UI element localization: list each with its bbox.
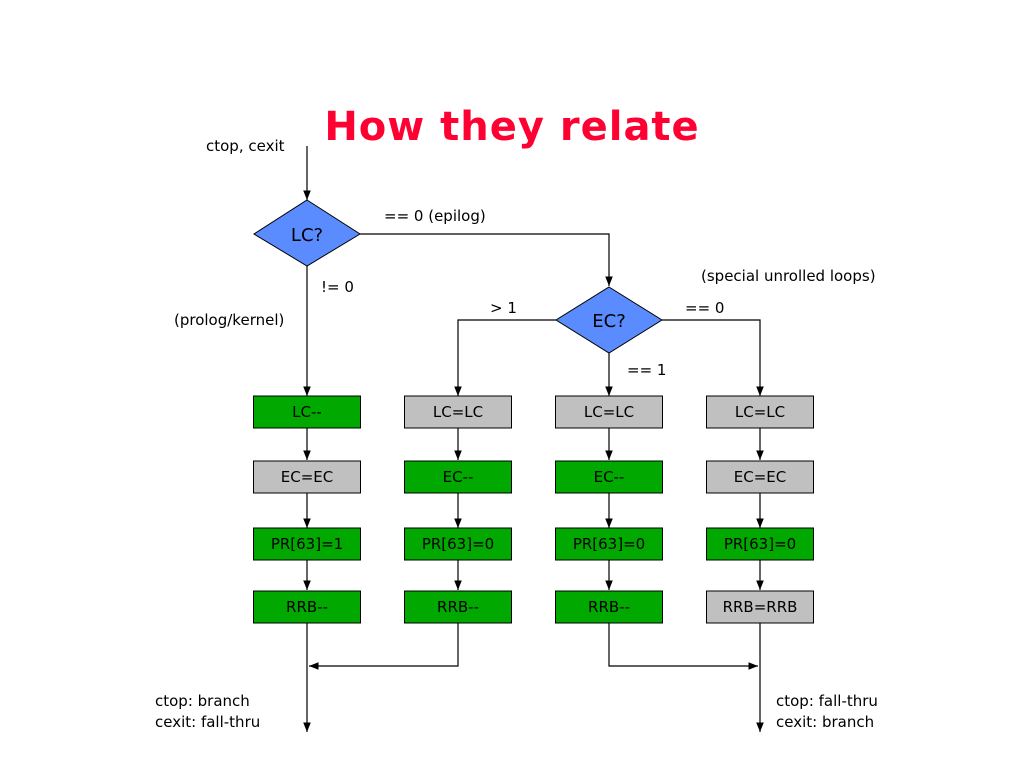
process-box-label: LC=LC [735,403,785,421]
ec-eq0-label: == 0 [685,299,724,317]
lc-decision: LC? [253,199,361,267]
process-box-label: EC-- [594,468,625,486]
process-box-label: EC-- [443,468,474,486]
process-box-label: LC=LC [433,403,483,421]
ec-decision-label: EC? [592,311,626,332]
process-box-rect [253,590,361,624]
process-box-rect [253,395,361,429]
exit-left-line-1: ctop: branch [155,692,250,710]
process-box-label: PR[63]=0 [573,535,645,553]
merge-left-arrow [309,623,459,670]
col2-box-3: PR[63]=0 [404,527,512,561]
process-box-rect [404,395,512,429]
entry-label: ctop, cexit [206,137,285,155]
col3-box-3: PR[63]=0 [555,527,663,561]
process-box-rect [555,590,663,624]
process-box-label: PR[63]=0 [422,535,494,553]
col4-box-4: RRB=RRB [706,590,814,624]
lc-decision-label: LC? [291,225,323,246]
ec-gt1-arrow [454,319,556,396]
special-loops-label: (special unrolled loops) [701,267,876,285]
lc-diamond [253,199,361,267]
prolog-kernel-label: (prolog/kernel) [174,311,284,329]
process-box-label: EC=EC [734,468,786,486]
process-box-label: LC=LC [584,403,634,421]
process-box-rect [404,460,512,494]
connectors [303,146,764,732]
col3-box-1: LC=LC [555,395,663,429]
col4-box-3: PR[63]=0 [706,527,814,561]
col2-box-2: EC-- [404,460,512,494]
ec-eq0-arrow [662,319,764,396]
process-box-label: RRB-- [437,598,479,616]
ec-diamond [555,286,663,354]
process-box-label: LC-- [292,403,322,421]
process-box-label: RRB-- [588,598,630,616]
ec-gt1-label: > 1 [490,299,517,317]
process-box-rect [706,590,814,624]
col1-box-3: PR[63]=1 [253,527,361,561]
col1-box-4: RRB-- [253,590,361,624]
process-box-rect [404,590,512,624]
col2-box-1: LC=LC [404,395,512,429]
ec-eq1-label: == 1 [627,361,666,379]
lc-nonzero-label: != 0 [321,278,354,296]
process-box-rect [706,395,814,429]
col2-box-4: RRB-- [404,590,512,624]
lc-zero-arrow [360,233,613,286]
process-box-rect [253,527,361,561]
process-box-label: RRB=RRB [723,598,798,616]
col3-box-4: RRB-- [555,590,663,624]
process-box-rect [555,460,663,494]
process-box-rect [555,395,663,429]
process-box-label: EC=EC [281,468,333,486]
process-box-rect [706,527,814,561]
merge-right-arrow [608,623,758,670]
process-box-label: PR[63]=1 [271,535,343,553]
process-box-rect [555,527,663,561]
col1-box-1: LC-- [253,395,361,429]
process-box-label: RRB-- [286,598,328,616]
col1-box-2: EC=EC [253,460,361,494]
col4-box-2: EC=EC [706,460,814,494]
exit-left-line-2: cexit: fall-thru [155,713,260,731]
ec-decision: EC? [555,286,663,354]
process-box-rect [404,527,512,561]
col3-box-2: EC-- [555,460,663,494]
exit-right-line-2: cexit: branch [776,713,874,731]
page-title: How they relate [324,104,700,150]
process-box-label: PR[63]=0 [724,535,796,553]
lc-zero-label: == 0 (epilog) [384,207,486,225]
exit-right-line-1: ctop: fall-thru [776,692,878,710]
process-box-rect [253,460,361,494]
process-box-rect [706,460,814,494]
col4-box-1: LC=LC [706,395,814,429]
